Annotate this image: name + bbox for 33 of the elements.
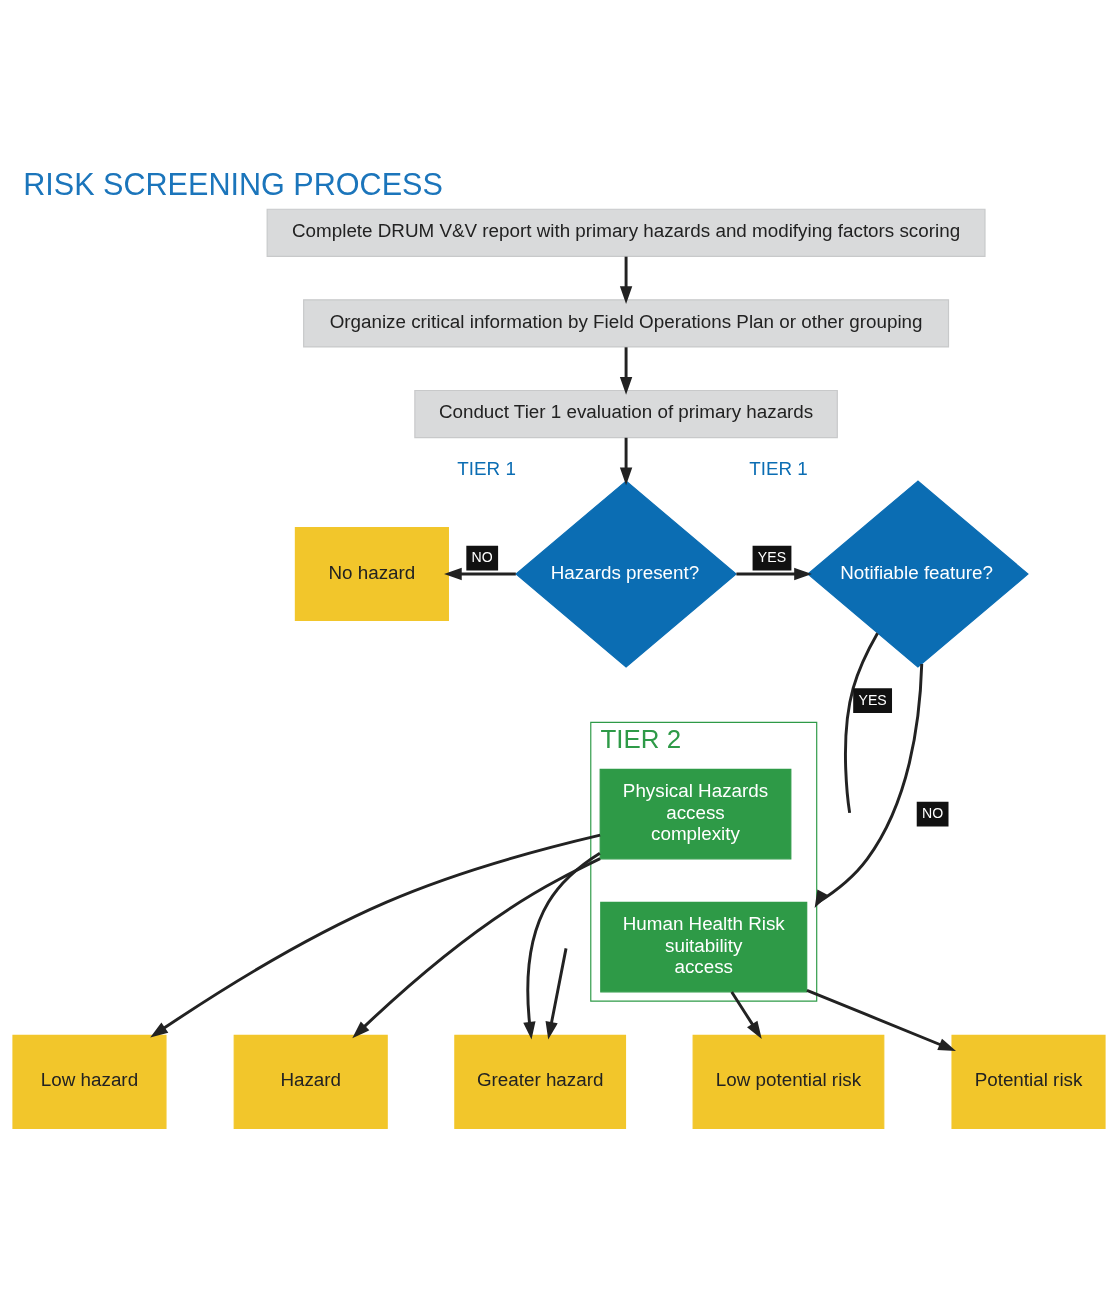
node-box: Human Health Risk suitability access: [600, 901, 808, 993]
edge-label: YES: [757, 549, 787, 566]
arrow: [619, 256, 633, 304]
node-box: No hazard: [294, 526, 449, 622]
arrow: [352, 857, 601, 1039]
arrow: [619, 347, 633, 395]
node-box: Potential risk: [951, 1034, 1106, 1129]
node-box: Greater hazard: [454, 1034, 627, 1129]
arrow: [150, 833, 601, 1038]
arrow: [806, 988, 956, 1052]
node-box: Hazard: [233, 1034, 388, 1129]
node-box: Conduct Tier 1 evaluation of primary hazards: [414, 389, 838, 439]
edge-label: NO: [922, 805, 944, 822]
node-label: TIER 1: [457, 457, 516, 479]
node-diamond: Notifiable feature?: [806, 480, 1029, 668]
node-box: Organize critical information by Field Operations Plan or other grouping: [303, 299, 950, 348]
node-box: Low potential risk: [692, 1034, 885, 1129]
edge-label: NO: [471, 549, 493, 566]
arrow: [814, 664, 924, 909]
arrow: [545, 948, 568, 1040]
node-box: Complete DRUM V&V report with primary hazards and modifying factors scoring: [266, 208, 986, 257]
node-label: TIER 1: [749, 457, 808, 479]
arrow: [619, 437, 633, 486]
connector: [844, 632, 879, 814]
arrow: [730, 991, 762, 1039]
edge-label: YES: [858, 691, 887, 708]
arrow: [523, 852, 601, 1040]
node-box: Low hazard: [12, 1034, 167, 1129]
node-box: Physical Hazards access complexity: [599, 768, 792, 860]
node-diamond: Hazards present?: [515, 480, 737, 668]
arrow: [736, 567, 812, 581]
arrow: [444, 567, 516, 581]
diagram-title: RISK SCREENING PROCESS: [23, 166, 443, 201]
